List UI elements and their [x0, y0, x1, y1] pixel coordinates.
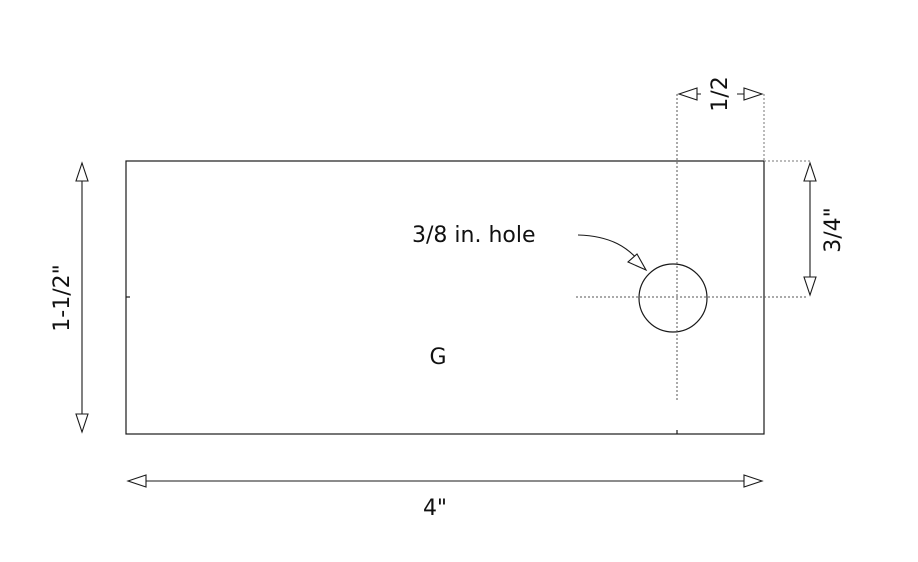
hole-y-bottom-arrowhead — [803, 276, 817, 297]
hole-callout-leader — [577, 234, 641, 263]
height-label: 1-1/2" — [50, 264, 75, 331]
hole-x-right-arrowhead — [743, 87, 764, 101]
width-dimension: 4" — [126, 474, 764, 521]
height-dimension: 1-1/2" — [50, 161, 89, 434]
width-label: 4" — [423, 496, 447, 521]
hole-y-dimension: 3/4" — [803, 161, 846, 297]
hole-x-left-arrowhead — [677, 87, 698, 101]
width-right-arrowhead — [743, 474, 764, 488]
hole-x-dimension: 1/2 — [677, 76, 764, 112]
hole-x-label: 1/2 — [708, 76, 733, 111]
hole-callout-label: 3/8 in. hole — [412, 223, 536, 248]
width-left-arrowhead — [126, 474, 147, 488]
hole-y-label: 3/4" — [821, 207, 846, 253]
hole-callout: 3/8 in. hole — [412, 223, 648, 272]
height-bottom-arrowhead — [75, 413, 89, 434]
height-top-arrowhead — [75, 161, 89, 182]
center-of-gravity-label: G — [429, 345, 446, 370]
hole-callout-arrowhead — [626, 253, 648, 272]
hole-y-top-arrowhead — [803, 161, 817, 182]
hole-circle — [638, 263, 708, 333]
